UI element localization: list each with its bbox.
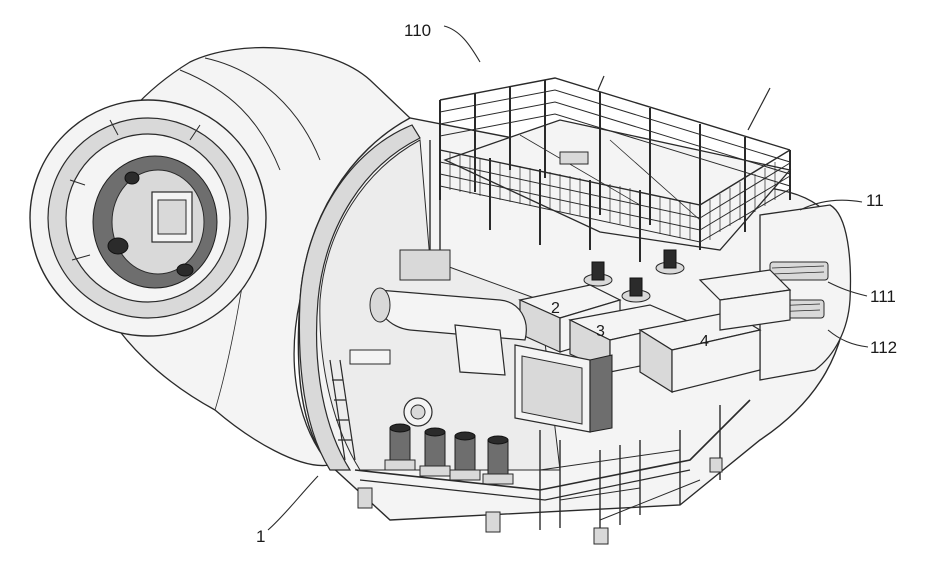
label-110: 110 [404, 21, 431, 40]
label-111: 111 [870, 287, 896, 306]
label-112: 112 [870, 338, 897, 357]
label-3: 3 [596, 323, 605, 340]
label-1: 1 [256, 527, 265, 546]
label-2: 2 [551, 300, 560, 317]
control-cabinet [515, 345, 612, 432]
label-4: 4 [700, 333, 709, 350]
label-11: 11 [866, 191, 884, 210]
hub-front [30, 100, 266, 336]
